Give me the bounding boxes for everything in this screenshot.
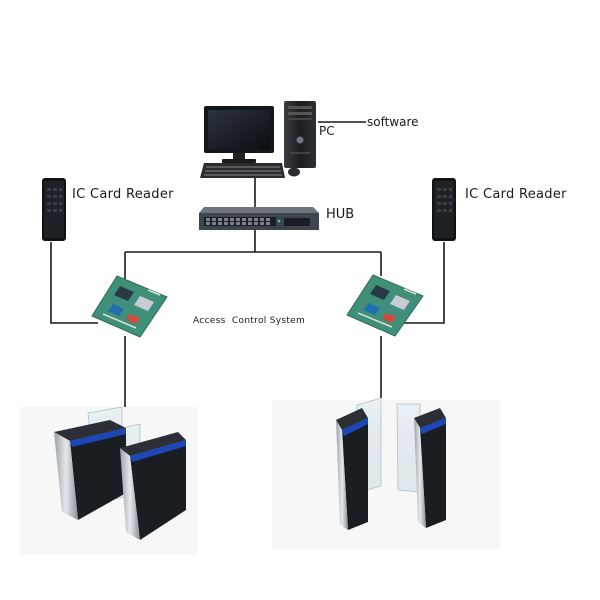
label-ic-card-reader-right: IC Card Reader bbox=[465, 187, 567, 202]
line-left-reader-board bbox=[50, 242, 98, 324]
network-hub bbox=[199, 207, 319, 230]
turnstile-right bbox=[272, 397, 500, 550]
line-right-reader-board bbox=[400, 242, 445, 324]
connection-lines bbox=[50, 121, 445, 407]
pc-keyboard bbox=[200, 163, 285, 178]
pc-tower bbox=[284, 101, 316, 168]
label-ic-card-reader-left: IC Card Reader bbox=[72, 187, 174, 202]
turnstile-left bbox=[20, 406, 198, 555]
label-pc: PC bbox=[319, 124, 335, 138]
access-control-board-right bbox=[346, 274, 424, 337]
pc-monitor bbox=[204, 106, 274, 163]
label-hub: HUB bbox=[326, 207, 355, 222]
ic-card-reader-right bbox=[432, 178, 456, 241]
access-control-board-left bbox=[91, 275, 168, 338]
ic-card-reader-left bbox=[42, 178, 66, 241]
label-software: software bbox=[367, 115, 419, 129]
label-access-control-system: Access Control System bbox=[193, 316, 306, 326]
pc-mouse bbox=[288, 167, 300, 177]
